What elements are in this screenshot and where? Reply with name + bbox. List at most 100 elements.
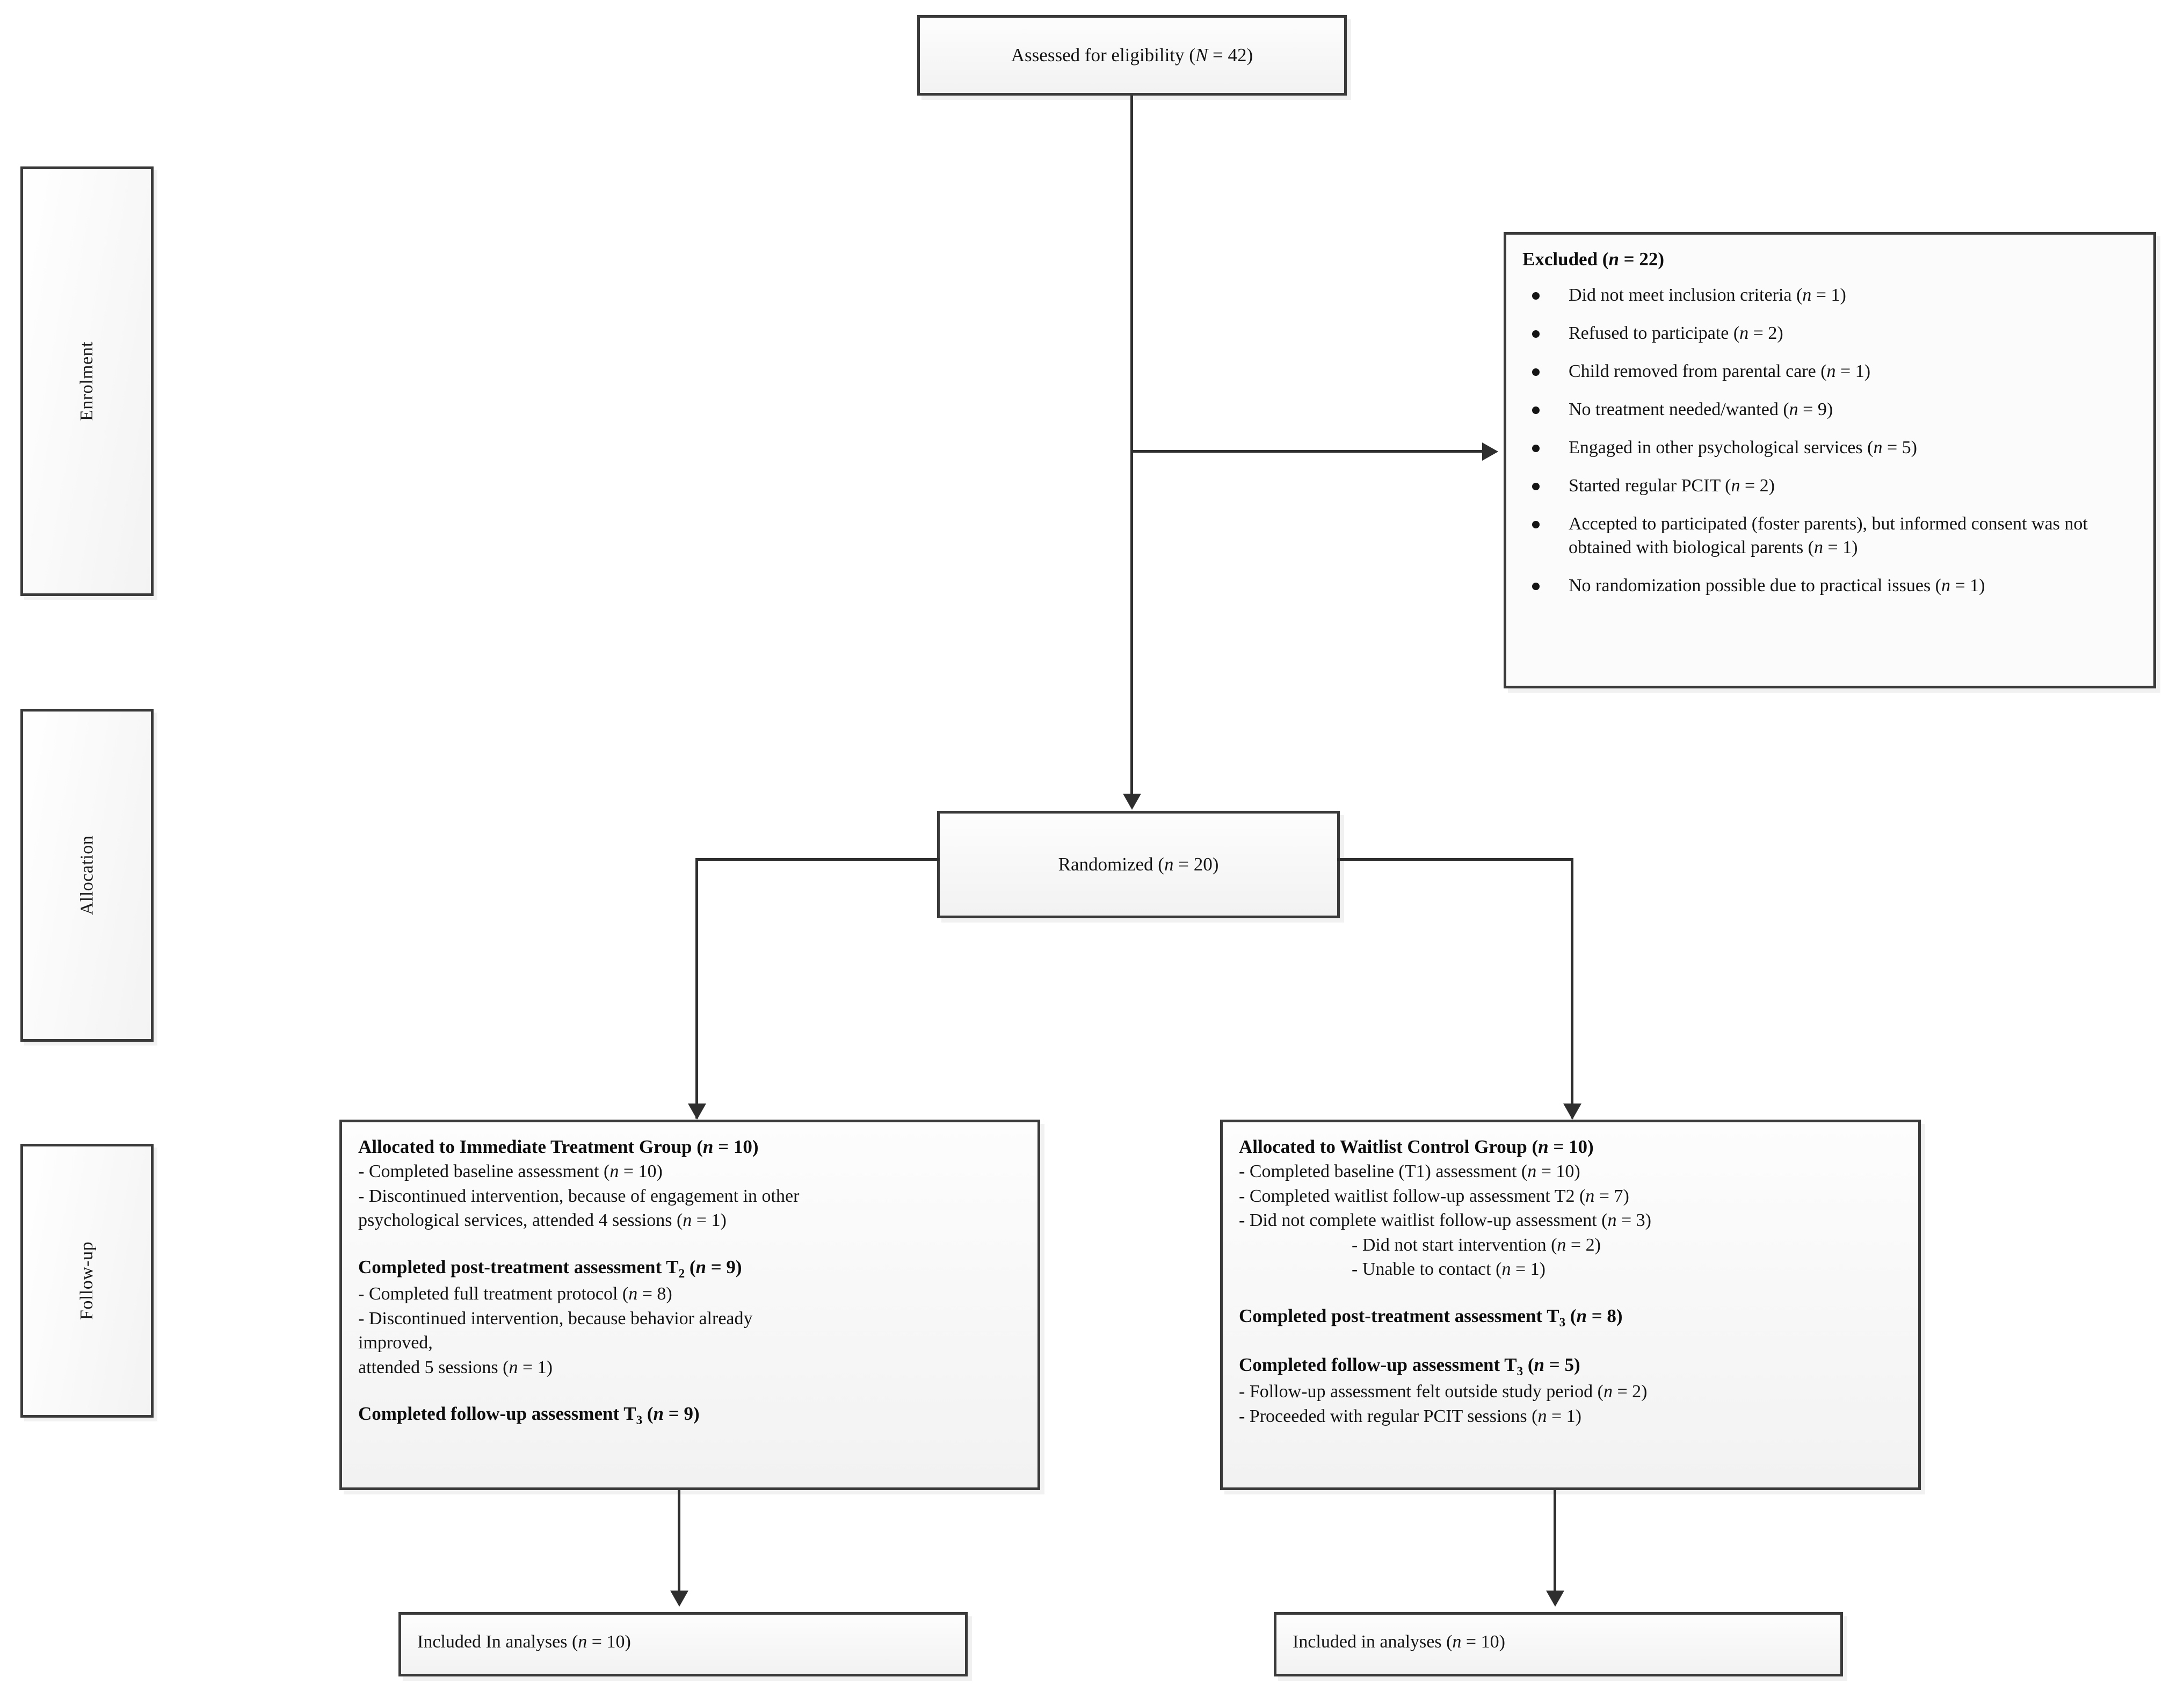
right-arm-header-symbol: n	[1538, 1136, 1549, 1157]
left-arm-line1-suffix: = 10)	[619, 1161, 663, 1182]
excluded-header-prefix: Excluded (	[1522, 249, 1609, 270]
excluded-header-suffix: = 22)	[1619, 249, 1665, 270]
excluded-item-0-symbol: n	[1802, 285, 1812, 306]
included-left-symbol: n	[578, 1632, 587, 1652]
excluded-reason-item: Did not meet inclusion criteria (n = 1)	[1522, 284, 2139, 308]
left-arm-header-prefix: Allocated to Immediate Treatment Group (	[358, 1136, 703, 1157]
included-right-suffix: = 10)	[1461, 1632, 1505, 1652]
waitlist-control-group-box: Allocated to Waitlist Control Group (n =…	[1220, 1120, 1921, 1490]
right-arm-subline-unable-contact: - Unable to contact (n = 1)	[1239, 1257, 1904, 1282]
excluded-item-6-tail: = 1)	[1823, 538, 1858, 558]
phase-label-allocation-text: Allocation	[77, 835, 97, 916]
excluded-reason-item: Engaged in other psychological services …	[1522, 436, 2139, 460]
included-left-text: Included In analyses (n = 10)	[417, 1630, 951, 1654]
arrowhead-to-randomized	[1123, 794, 1141, 810]
right-arm-sub2-symbol: n	[1501, 1259, 1511, 1280]
right-arm-post-suffix: = 8)	[1586, 1305, 1623, 1326]
right-arm-post-treatment-header: Completed post-treatment assessment T3 (…	[1239, 1303, 1904, 1331]
included-left-suffix: = 10)	[587, 1632, 631, 1652]
excluded-item-1-symbol: n	[1739, 323, 1749, 344]
right-arm-fu-line1-prefix: - Follow-up assessment felt outside stud…	[1239, 1382, 1603, 1402]
randomized-prefix: Randomized (	[1058, 854, 1164, 875]
right-arm-fu-prefix: Completed follow-up assessment T	[1239, 1354, 1517, 1376]
assessed-prefix: Assessed for eligibility (	[1011, 45, 1195, 66]
right-arm-sub1-prefix: - Did not start intervention (	[1352, 1235, 1557, 1255]
left-arm-fu-symbol: n	[653, 1403, 664, 1425]
left-arm-line3-suffix: = 1)	[692, 1210, 727, 1231]
randomized-box: Randomized (n = 20)	[937, 811, 1340, 918]
left-arm-line1-prefix: - Completed baseline assessment (	[358, 1161, 610, 1182]
right-arm-post-subscript: 3	[1559, 1315, 1566, 1329]
phase-label-followup: Follow-up	[20, 1144, 154, 1418]
included-left-analyses-box: Included In analyses (n = 10)	[398, 1612, 968, 1676]
phase-label-allocation: Allocation	[20, 709, 154, 1042]
left-arm-line3-prefix: psychological services, attended 4 sessi…	[358, 1210, 683, 1231]
left-arm-post-subscript: 2	[678, 1266, 685, 1280]
excluded-box: Excluded (n = 22) Did not meet inclusion…	[1504, 232, 2156, 688]
left-arm-line1-symbol: n	[610, 1161, 619, 1182]
included-right-prefix: Included in analyses (	[1293, 1632, 1453, 1652]
arrowhead-to-right-arm	[1563, 1104, 1581, 1120]
left-arm-line3-symbol: n	[683, 1210, 692, 1231]
left-arm-post-line-protocol: - Completed full treatment protocol (n =…	[358, 1282, 1024, 1306]
left-arm-post-line1-suffix: = 8)	[637, 1284, 672, 1304]
immediate-treatment-group-box: Allocated to Immediate Treatment Group (…	[339, 1120, 1040, 1490]
right-arm-line-baseline: - Completed baseline (T1) assessment (n …	[1239, 1159, 1904, 1184]
left-arm-post-line1-symbol: n	[628, 1284, 638, 1304]
left-arm-fu-subscript: 3	[636, 1413, 643, 1427]
right-arm-fu-line2-suffix: = 1)	[1547, 1406, 1581, 1426]
excluded-item-1-text: Refused to participate (	[1569, 323, 1740, 344]
left-arm-header-symbol: n	[702, 1136, 714, 1157]
assessed-for-eligibility-box: Assessed for eligibility (N = 42)	[917, 15, 1347, 96]
right-arm-sub2-suffix: = 1)	[1511, 1259, 1546, 1280]
excluded-reason-list: Did not meet inclusion criteria (n = 1) …	[1522, 284, 2139, 598]
right-arm-fu-line1-symbol: n	[1603, 1382, 1613, 1402]
right-arm-sub1-symbol: n	[1557, 1235, 1566, 1255]
left-arm-post-prefix: Completed post-treatment assessment T	[358, 1256, 679, 1277]
right-arm-header-suffix: = 10)	[1548, 1136, 1594, 1157]
left-arm-header-suffix: = 10)	[713, 1136, 759, 1157]
excluded-reason-item: Started regular PCIT (n = 2)	[1522, 474, 2139, 498]
excluded-item-5-symbol: n	[1731, 475, 1740, 496]
left-arm-followup-header: Completed follow-up assessment T3 (n = 9…	[358, 1401, 1024, 1428]
arrowhead-to-left-analyses	[670, 1591, 688, 1607]
excluded-item-7-text: No randomization possible due to practic…	[1569, 576, 1941, 596]
connector-trunk-to-excluded	[1130, 450, 1496, 453]
excluded-header: Excluded (n = 22)	[1522, 246, 2139, 272]
right-arm-header-prefix: Allocated to Waitlist Control Group (	[1239, 1136, 1539, 1157]
excluded-reason-item: Child removed from parental care (n = 1)	[1522, 360, 2139, 384]
left-arm-post-symbol: n	[695, 1256, 706, 1277]
assessed-for-eligibility-text: Assessed for eligibility (N = 42)	[1011, 44, 1253, 67]
left-arm-fu-suffix: = 9)	[664, 1403, 700, 1425]
arrowhead-to-right-analyses	[1546, 1591, 1564, 1607]
phase-label-followup-text: Follow-up	[77, 1241, 97, 1320]
excluded-item-3-tail: = 9)	[1798, 399, 1833, 419]
right-arm-line2-prefix: - Completed waitlist follow-up assessmen…	[1239, 1186, 1586, 1206]
left-arm-post-line-discontinued-c: attended 5 sessions (n = 1)	[358, 1355, 1024, 1380]
left-arm-header: Allocated to Immediate Treatment Group (…	[358, 1134, 1024, 1159]
excluded-reason-item: No treatment needed/wanted (n = 9)	[1522, 398, 2139, 422]
bullet-dot-icon	[1532, 330, 1540, 338]
excluded-item-2-symbol: n	[1826, 361, 1836, 381]
excluded-item-0-tail: = 1)	[1811, 285, 1846, 306]
left-arm-fu-prefix: Completed follow-up assessment T	[358, 1403, 636, 1425]
right-arm-line1-symbol: n	[1527, 1161, 1537, 1182]
bullet-dot-icon	[1532, 368, 1540, 376]
included-left-prefix: Included In analyses (	[417, 1632, 578, 1652]
bullet-dot-icon	[1532, 583, 1540, 591]
bullet-dot-icon	[1532, 292, 1540, 300]
excluded-item-2-tail: = 1)	[1835, 361, 1871, 381]
left-arm-post-line-discontinued-a: - Discontinued intervention, because beh…	[358, 1308, 753, 1328]
excluded-item-1-tail: = 2)	[1748, 323, 1783, 344]
randomized-suffix: = 20)	[1173, 854, 1219, 875]
included-right-analyses-box: Included in analyses (n = 10)	[1274, 1612, 1843, 1676]
right-arm-line3-symbol: n	[1607, 1210, 1617, 1231]
excluded-header-symbol: n	[1608, 249, 1619, 270]
right-arm-line1-suffix: = 10)	[1536, 1161, 1580, 1182]
right-arm-line-not-completed: - Did not complete waitlist follow-up as…	[1239, 1208, 1904, 1233]
excluded-item-6-symbol: n	[1814, 538, 1823, 558]
phase-label-enrolment-text: Enrolment	[77, 341, 97, 422]
bullet-dot-icon	[1532, 520, 1540, 528]
excluded-item-5-tail: = 2)	[1740, 475, 1775, 496]
